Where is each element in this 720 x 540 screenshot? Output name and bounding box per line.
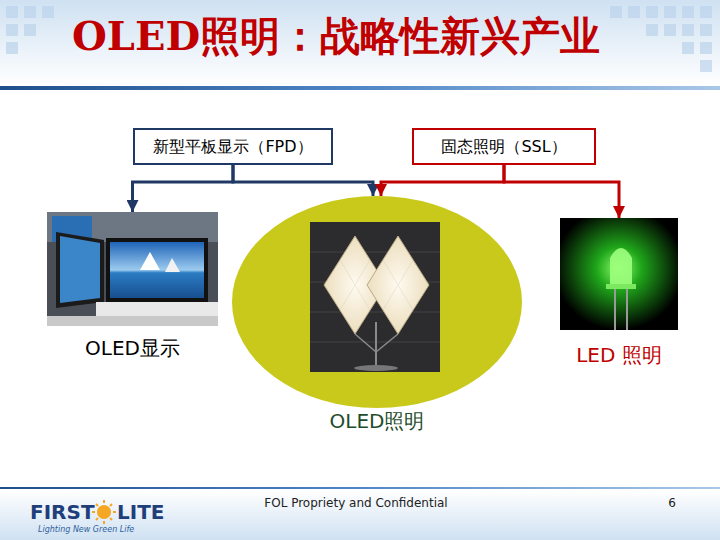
box-label: 新型平板显示（FPD） bbox=[153, 137, 312, 157]
oled-display-photo bbox=[47, 212, 218, 326]
photo-caption: LED 照明 bbox=[576, 343, 662, 367]
footer-band bbox=[0, 490, 720, 540]
ellipse-fill bbox=[232, 196, 522, 408]
slide-title: OLED照明：战略性新兴产业 bbox=[72, 12, 600, 60]
logo-sun bbox=[92, 500, 116, 524]
page-number: 6 bbox=[668, 496, 676, 510]
connector bbox=[381, 165, 504, 196]
category-box: 新型平板显示（FPD） bbox=[133, 128, 333, 165]
logo-tagline: Lighting New Green Life bbox=[38, 525, 134, 535]
logo-text: LITE bbox=[117, 500, 165, 524]
highlight-ellipse: OLED照明 bbox=[232, 196, 522, 408]
footer-note: FOL Propriety and Confidential bbox=[264, 496, 447, 510]
oled-lamp-photo bbox=[310, 222, 440, 372]
photo-panel: OLED显示 bbox=[47, 212, 218, 326]
led-photo bbox=[560, 218, 678, 330]
connector bbox=[504, 165, 619, 218]
connector bbox=[133, 165, 234, 212]
title-band bbox=[0, 0, 720, 86]
square-pattern bbox=[6, 6, 712, 72]
photo-caption: OLED照明 bbox=[330, 409, 425, 433]
logo-text: FIRST bbox=[30, 500, 95, 524]
footer-rule bbox=[0, 487, 720, 489]
box-label: 固态照明（SSL） bbox=[441, 137, 566, 157]
photo-caption: OLED显示 bbox=[85, 336, 180, 360]
connector bbox=[233, 165, 373, 196]
category-box: 固态照明（SSL） bbox=[412, 128, 596, 165]
photo-panel: LED 照明 bbox=[560, 218, 678, 330]
title-rule bbox=[0, 86, 720, 90]
